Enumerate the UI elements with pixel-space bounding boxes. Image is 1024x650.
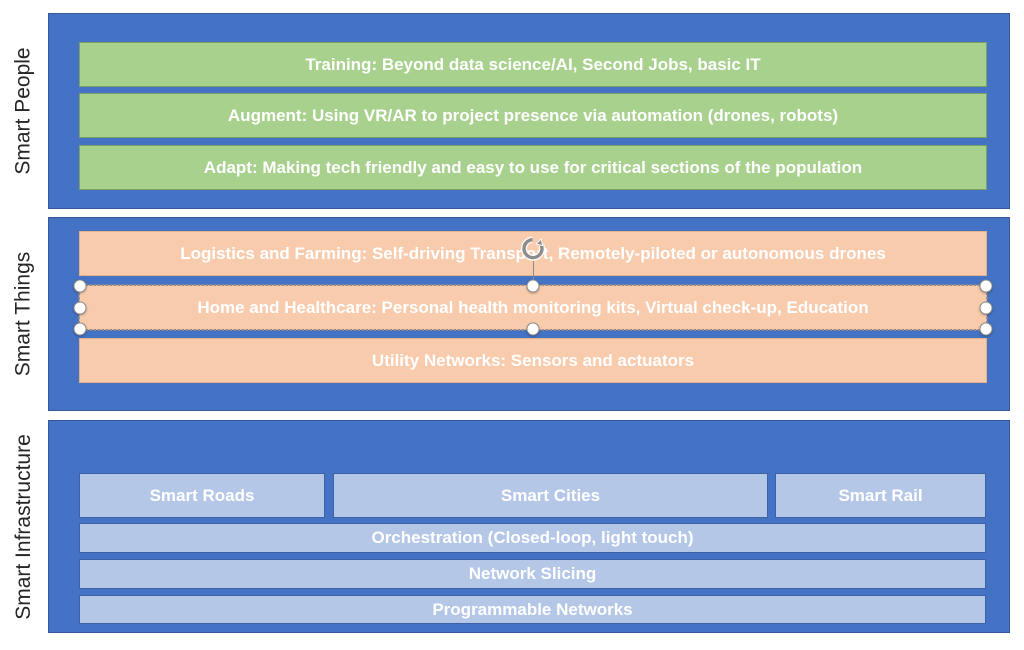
rotate-handle-stem <box>533 261 534 286</box>
section-smart-things[interactable]: Logistics and Farming: Self-driving Tran… <box>48 217 1010 411</box>
bar-orchestration[interactable]: Orchestration (Closed-loop, light touch) <box>79 523 986 553</box>
rotate-handle-icon[interactable] <box>520 234 547 261</box>
bar-augment[interactable]: Augment: Using VR/AR to project presence… <box>79 93 987 138</box>
bar-augment-text: Augment: Using VR/AR to project presence… <box>227 105 839 125</box>
resize-handle-middle-right[interactable] <box>979 301 993 314</box>
bar-programmable-networks-text: Programmable Networks <box>432 599 633 619</box>
bar-home-healthcare-text: Home and Healthcare: Personal health mon… <box>197 297 869 317</box>
bar-utility-networks-text: Utility Networks: Sensors and actuators <box>371 350 695 370</box>
resize-handle-top-center[interactable] <box>526 279 540 293</box>
box-smart-roads-text: Smart Roads <box>149 485 255 505</box>
bar-orchestration-text: Orchestration (Closed-loop, light touch) <box>371 528 694 547</box>
box-smart-rail-text: Smart Rail <box>838 485 923 505</box>
bar-adapt[interactable]: Adapt: Making tech friendly and easy to … <box>79 145 987 190</box>
section-label-smart-infrastructure[interactable]: Smart Infrastructure <box>0 420 47 633</box>
rotate-arrow-icon <box>520 236 546 261</box>
resize-handle-top-left[interactable] <box>73 279 87 293</box>
bar-home-healthcare[interactable]: Home and Healthcare: Personal health mon… <box>73 236 993 336</box>
section-label-smart-things[interactable]: Smart Things <box>0 217 47 411</box>
resize-handle-bottom-right[interactable] <box>979 322 993 336</box>
section-label-text: Smart People <box>11 47 35 175</box>
box-smart-rail[interactable]: Smart Rail <box>775 473 986 518</box>
box-smart-roads[interactable]: Smart Roads <box>79 473 325 518</box>
resize-handle-middle-left[interactable] <box>73 301 87 314</box>
section-label-smart-people[interactable]: Smart People <box>0 13 47 209</box>
section-smart-infrastructure[interactable]: Smart Roads Smart Cities Smart Rail Orch… <box>48 420 1010 633</box>
section-label-text: Smart Things <box>11 251 35 377</box>
bar-network-slicing-text: Network Slicing <box>468 564 597 583</box>
bar-programmable-networks[interactable]: Programmable Networks <box>79 595 986 624</box>
bar-training-text: Training: Beyond data science/AI, Second… <box>305 54 761 74</box>
bar-network-slicing[interactable]: Network Slicing <box>79 559 986 589</box>
box-smart-cities[interactable]: Smart Cities <box>333 473 768 518</box>
resize-handle-top-right[interactable] <box>979 279 993 293</box>
bar-training[interactable]: Training: Beyond data science/AI, Second… <box>79 42 987 87</box>
resize-handle-bottom-left[interactable] <box>73 322 87 336</box>
section-label-text: Smart Infrastructure <box>11 433 35 620</box>
bar-adapt-text: Adapt: Making tech friendly and easy to … <box>203 157 863 177</box>
resize-handle-bottom-center[interactable] <box>526 322 540 336</box>
bar-utility-networks[interactable]: Utility Networks: Sensors and actuators <box>79 338 987 383</box>
section-smart-people[interactable]: Training: Beyond data science/AI, Second… <box>48 13 1010 209</box>
box-smart-cities-text: Smart Cities <box>500 485 601 505</box>
